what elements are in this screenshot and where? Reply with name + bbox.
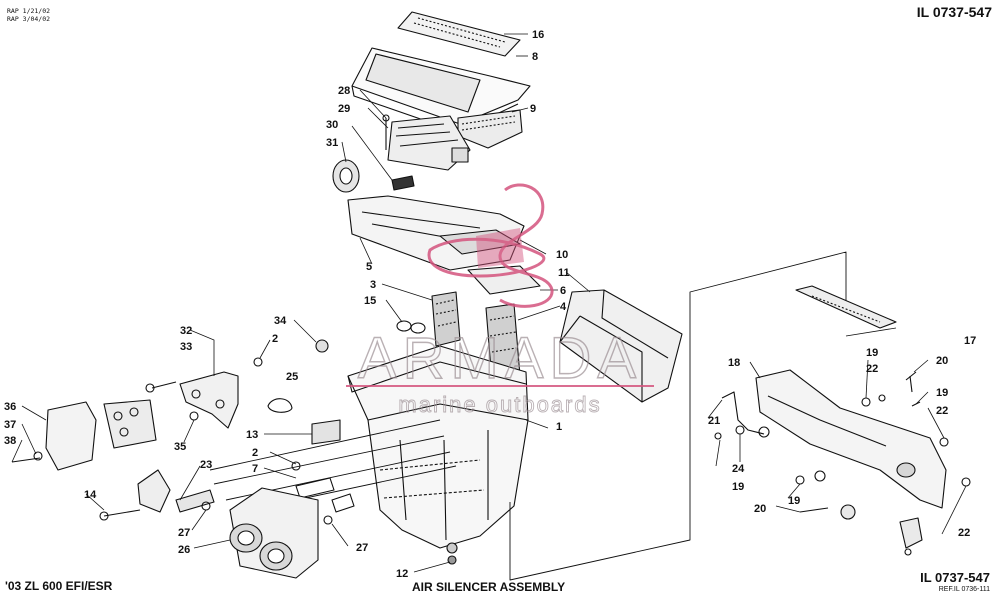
callout-37: 37: [4, 419, 16, 431]
revision-notes: RAP 1/21/02 RAP 3/04/02: [7, 7, 50, 23]
part-36-sensor-cover: [11, 399, 157, 471]
callout-19-right: 19: [936, 387, 948, 399]
leader-lines: [11, 33, 967, 573]
part-16-top-screen: [397, 11, 521, 57]
callout-33: 33: [180, 341, 192, 353]
callout-14: 14: [84, 489, 97, 501]
part-14-throttle-bracket: [99, 469, 171, 521]
part-34-grommet: [315, 339, 329, 353]
part-19-washer-d: [814, 470, 826, 482]
illustration-number-top: IL 0737-547: [916, 4, 992, 20]
callout-12: 12: [396, 568, 408, 580]
exploded-guide-frame: [509, 251, 847, 581]
part-22-nut-c: [961, 477, 971, 487]
callout-21: 21: [708, 415, 720, 427]
callout-20-top: 20: [936, 355, 948, 367]
part-12-drain: [447, 555, 457, 565]
callout-32: 32: [180, 325, 192, 337]
callout-31: 31: [326, 137, 338, 149]
callout-11: 11: [558, 267, 570, 279]
callout-10: 10: [556, 249, 568, 261]
callout-17: 17: [964, 335, 976, 347]
callout-30: 30: [326, 119, 338, 131]
callout-24: 24: [732, 463, 745, 475]
part-1-air-box: [347, 345, 529, 554]
part-32-bracket: [145, 371, 239, 429]
guide-lines-intake: [209, 419, 457, 513]
part-27-screw-right: [323, 515, 333, 525]
callout-labels: 16 8 9 28 29 30 31 5 10 11 6 3 15 4 34 3…: [4, 29, 976, 580]
watermark-logo: ARMADA marine outboards: [346, 183, 654, 417]
part-21-rod: [714, 391, 770, 440]
part-5-mounting-plate: [347, 195, 525, 271]
callout-1: 1: [556, 421, 562, 433]
part-7-strap: [295, 477, 335, 499]
part-19-washer-c: [795, 475, 805, 485]
part-15-clamp: [396, 320, 426, 334]
part-26-intake-silencer: [229, 487, 319, 579]
callout-23: 23: [200, 459, 212, 471]
revision-line-2: RAP 3/04/02: [7, 15, 51, 23]
callout-35: 35: [174, 441, 186, 453]
callout-13: 13: [246, 429, 258, 441]
reference-illustration: REF.IL 0736-111: [938, 586, 990, 593]
part-22-nut-a: [878, 394, 886, 402]
part-foot-screw: [904, 548, 912, 556]
callout-22-top: 22: [866, 363, 878, 375]
callout-34: 34: [274, 315, 287, 327]
callout-22-right: 22: [936, 405, 948, 417]
part-28-30-sensor-group: [382, 114, 471, 191]
part-17-strip: [795, 285, 897, 329]
part-19-washer-a: [861, 397, 871, 407]
callout-18: 18: [728, 357, 740, 369]
callout-9: 9: [530, 103, 536, 115]
callout-6: 6: [560, 285, 566, 297]
model-label: '03 ZL 600 EFI/ESR: [5, 579, 113, 593]
part-25-clip: [267, 398, 293, 413]
callout-29: 29: [338, 103, 350, 115]
callout-25: 25: [286, 371, 298, 383]
assembly-title: AIR SILENCER ASSEMBLY: [412, 580, 566, 594]
part-20-bolt-b: [799, 507, 829, 513]
callout-26: 26: [178, 544, 190, 556]
part-20-bolt-a: [905, 371, 917, 393]
part-11-resonator: [559, 289, 683, 403]
svg-text:marine outboards: marine outboards: [398, 392, 601, 417]
callout-4: 4: [560, 301, 567, 313]
callout-3: 3: [370, 279, 376, 291]
part-18-rail: [755, 369, 947, 509]
part-9-filter-element: [457, 109, 523, 149]
callout-38: 38: [4, 435, 16, 447]
part-35-nut: [189, 411, 199, 421]
callout-27-right: 27: [356, 542, 368, 554]
callout-20-bottom: 20: [754, 503, 766, 515]
callout-19-bottom: 19: [788, 495, 800, 507]
part-27-bracket: [331, 493, 355, 513]
callout-7: 7: [252, 463, 258, 475]
callout-2-lower: 2: [252, 447, 258, 459]
callout-16: 16: [532, 29, 544, 41]
callout-2-upper: 2: [272, 333, 278, 345]
callout-22-bottom: 22: [958, 527, 970, 539]
part-mount-foot: [899, 517, 923, 549]
callout-15: 15: [364, 295, 376, 307]
callout-36: 36: [4, 401, 16, 413]
revision-line-1: RAP 1/21/02: [7, 7, 51, 15]
part-31-grommet: [332, 159, 360, 193]
part-13-tab: [311, 419, 341, 445]
svg-text:ARMADA: ARMADA: [358, 326, 642, 391]
callout-27-left: 27: [178, 527, 190, 539]
callout-19-lower: 19: [732, 481, 744, 493]
part-23-spacer: [175, 489, 215, 513]
callout-19-top: 19: [866, 347, 878, 359]
part-3-foam-left: [431, 291, 461, 347]
callout-28: 28: [338, 85, 350, 97]
illustration-number-bottom: IL 0737-547: [920, 570, 990, 585]
part-spacer: [840, 504, 856, 520]
callout-8: 8: [532, 51, 538, 63]
part-2-nut-upper: [253, 357, 263, 367]
callout-5: 5: [366, 261, 372, 273]
part-22-nut-b: [939, 437, 949, 447]
